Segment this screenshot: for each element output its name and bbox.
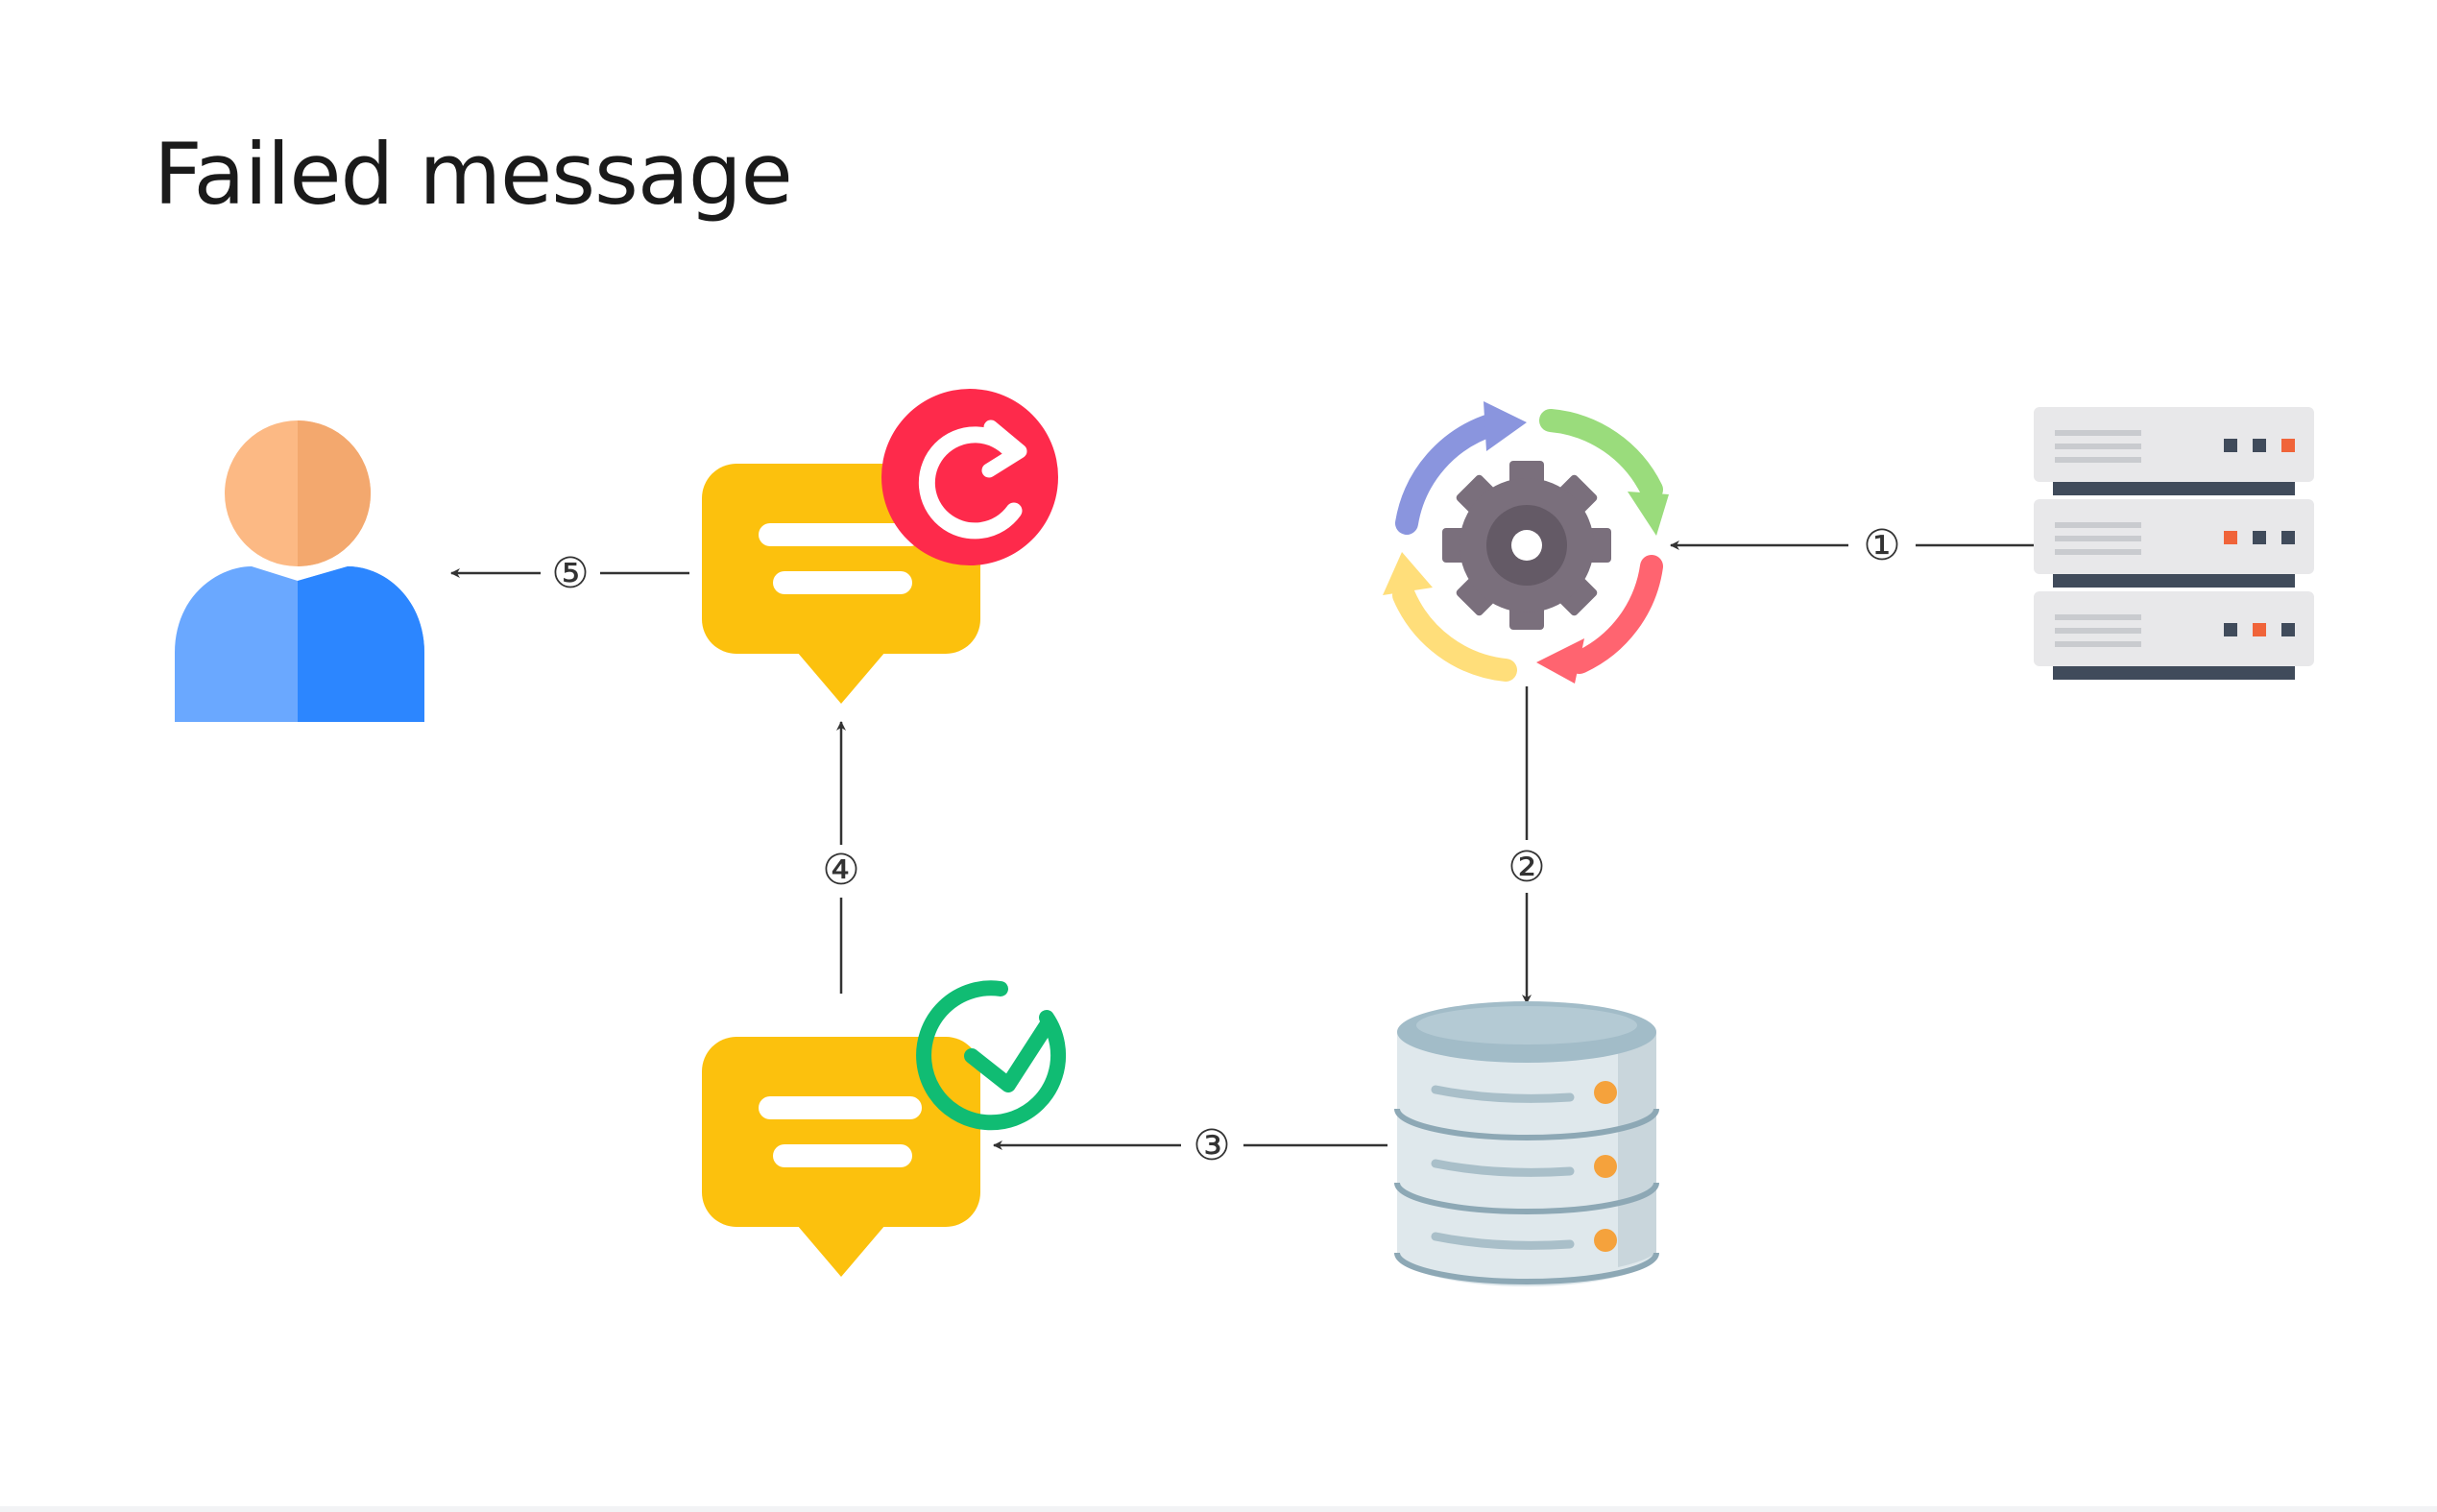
step-label-2: ② (1508, 843, 1545, 892)
edge-message-to-retry: ④ (822, 721, 860, 994)
step-label-1: ① (1863, 521, 1900, 570)
edge-database-to-message: ③ (993, 1121, 1387, 1170)
step-label-3: ③ (1193, 1121, 1230, 1170)
database-icon (1394, 1001, 1659, 1286)
chat-bubble-check-icon (702, 980, 1067, 1277)
page-title: Failed message (154, 125, 793, 224)
edge-retry-to-user: ⑤ (450, 549, 689, 598)
edge-processor-to-database: ② (1508, 686, 1546, 1004)
step-label-5: ⑤ (551, 549, 589, 598)
server-rack-icon (2034, 407, 2314, 680)
step-label-4: ④ (822, 846, 859, 895)
chat-bubble-retry-icon (702, 389, 1058, 704)
user-icon (175, 420, 424, 722)
gear-cycle-icon (1383, 401, 1669, 684)
bottom-divider (0, 1506, 2437, 1512)
edge-server-to-processor: ① (1670, 521, 2036, 570)
